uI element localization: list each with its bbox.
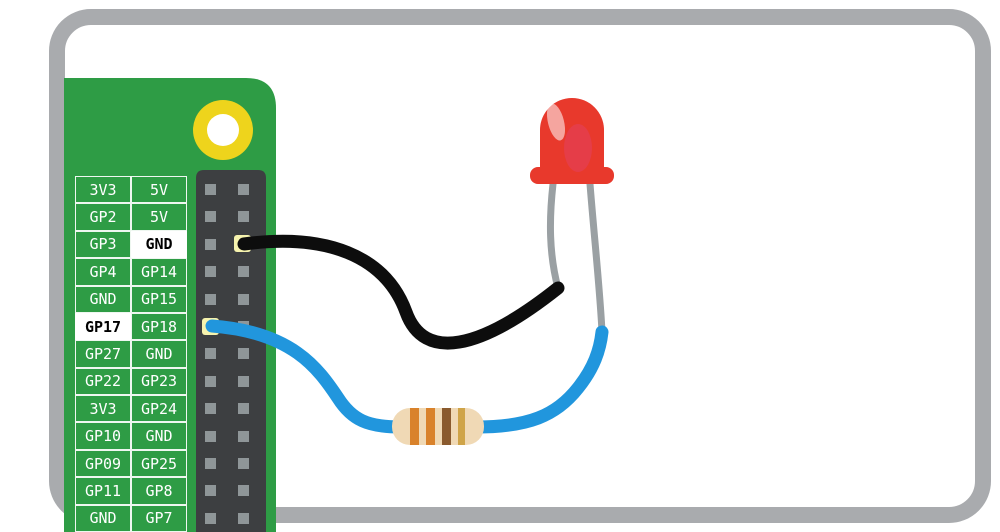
pin-label: GP27 [75, 340, 131, 368]
pin-label: GP3 [75, 230, 131, 259]
pin-label: GP25 [131, 449, 187, 478]
pin-label: GP14 [131, 258, 187, 286]
pin-label: GP23 [131, 367, 187, 396]
pin-label: GP2 [75, 203, 131, 231]
led-gloss-highlight [546, 103, 566, 141]
resistor-band-1 [410, 408, 419, 445]
resistor-band-4 [458, 408, 465, 445]
pin-label: GP09 [75, 449, 131, 478]
pin-label: GP4 [75, 258, 131, 286]
pin-label: 3V3 [75, 395, 131, 423]
led-anode-leg [586, 180, 606, 336]
pin-label: GND [75, 504, 131, 532]
pin-label: 3V3 [75, 176, 131, 204]
pin-label: GP15 [131, 285, 187, 313]
led-inner-glow [564, 124, 592, 172]
pin-label: GP24 [131, 395, 187, 423]
pin-label: GND [75, 285, 131, 313]
resistor-band-3 [442, 408, 451, 445]
resistor [392, 408, 484, 445]
led-cathode-leg [546, 180, 562, 292]
pin-label: GP7 [131, 504, 187, 532]
mounting-hole [207, 114, 239, 146]
pin-label: 5V [131, 203, 187, 231]
pin-label: GND [131, 422, 187, 450]
pin-label: GP10 [75, 422, 131, 450]
red-led [530, 98, 614, 184]
signal-wire-right [469, 325, 609, 434]
pin-label: 5V [131, 176, 187, 204]
pin-label: GP11 [75, 477, 131, 505]
resistor-body [392, 408, 484, 445]
pin-label: GP18 [131, 312, 187, 341]
pin-label: GP8 [131, 477, 187, 505]
frame-border [49, 9, 991, 523]
gnd-wire [237, 234, 565, 350]
pin-label: GP17 [75, 312, 131, 341]
pin-label-table: 3V3 5V GP2 5V GP3 GND GP4 GP14 GND GP15 … [75, 176, 187, 532]
signal-wire-left [205, 319, 407, 434]
resistor-band-2 [426, 408, 435, 445]
pin-label: GND [131, 230, 187, 259]
pin-label: GP22 [75, 367, 131, 396]
pin-label: GND [131, 340, 187, 368]
